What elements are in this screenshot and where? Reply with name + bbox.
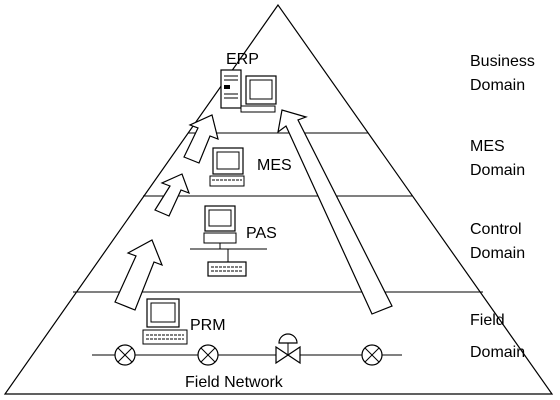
- arrow-long-diagonal: [277, 109, 393, 315]
- domain-field-line2: Domain: [470, 344, 525, 361]
- erp-monitor-icon: [240, 75, 277, 113]
- field-sensor-icon-2: [197, 344, 219, 366]
- domain-field: Field Domain: [470, 312, 525, 361]
- domain-control: Control Domain: [470, 221, 525, 262]
- field-sensor-icon-3: [361, 344, 383, 366]
- prm-label: PRM: [190, 317, 226, 334]
- pas-computer-icon: [203, 205, 237, 244]
- domain-control-line2: Domain: [470, 245, 525, 262]
- arrow-up-2: [154, 173, 191, 217]
- domain-control-line1: Control: [470, 221, 522, 238]
- domain-business-line1: Business: [470, 53, 535, 70]
- erp-label: ERP: [226, 51, 259, 68]
- domain-business-line2: Domain: [470, 77, 525, 94]
- pas-label: PAS: [246, 225, 277, 242]
- field-sensor-icon-1: [114, 344, 136, 366]
- pyramid-outline: [3, 3, 554, 395]
- domain-business: Business Domain: [470, 53, 535, 94]
- domain-mes-line2: Domain: [470, 162, 525, 179]
- domain-mes: MES Domain: [470, 138, 525, 179]
- prm-computer-icon: [142, 298, 188, 345]
- mes-computer-icon: [209, 147, 245, 187]
- arrow-up-3: [183, 114, 219, 164]
- controller-unit-icon: [207, 261, 247, 277]
- field-network-label: Field Network: [185, 374, 284, 391]
- control-valve-icon: [275, 333, 301, 365]
- domain-field-line1: Field: [470, 312, 505, 329]
- erp-server-icon: [220, 69, 242, 109]
- mes-label: MES: [257, 157, 292, 174]
- domain-mes-line1: MES: [470, 138, 505, 155]
- arrow-up-1: [114, 239, 164, 311]
